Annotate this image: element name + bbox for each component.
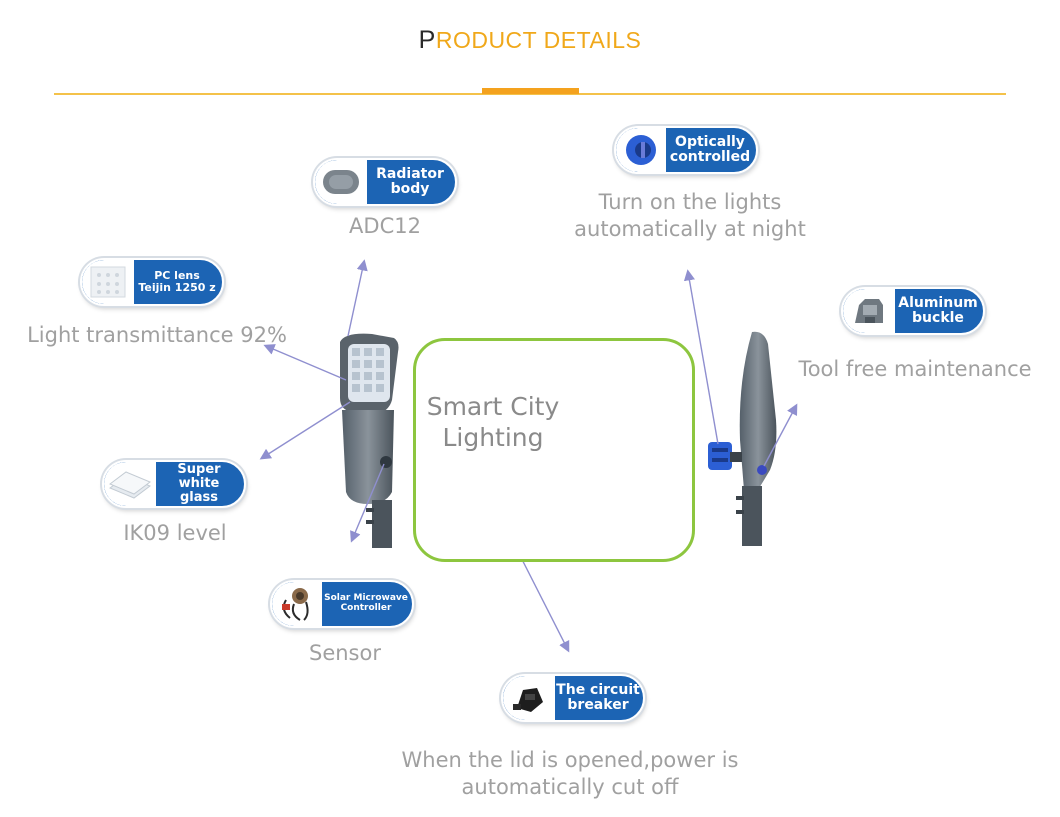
- circuit-breaker-caption: When the lid is opened,power is automati…: [401, 748, 739, 800]
- glass-icon: [104, 462, 156, 506]
- buckle-icon: [843, 289, 895, 333]
- super-white-glass-caption: IK09 level: [123, 521, 227, 545]
- aluminum-buckle-badge: Aluminum buckle: [841, 287, 985, 335]
- pc-lens-icon: [82, 260, 134, 304]
- pc-lens-badge: PC lens Teijin 1250 z: [80, 258, 224, 306]
- photocell-icon: [616, 128, 666, 172]
- arrow-glass: [259, 401, 351, 460]
- title-divider: [54, 93, 1006, 95]
- optically-controlled-badge: Optically controlled: [614, 126, 758, 174]
- arrow-sensor: [350, 463, 385, 543]
- arrow-radiator: [347, 259, 368, 337]
- sensor-icon: [272, 582, 322, 626]
- radiator-body-badge: Radiator body: [313, 158, 457, 206]
- pc-lens-caption: Light transmittance 92%: [27, 323, 287, 347]
- page-title: PRODUCT DETAILS: [418, 26, 642, 54]
- center-label: Smart City Lighting: [426, 392, 560, 453]
- super-white-glass-badge: Super white glass: [102, 460, 246, 508]
- callout-arrows: [259, 259, 798, 653]
- radiator-icon: [315, 160, 367, 204]
- sensor-badge: Solar Microwave Controller: [270, 580, 414, 628]
- title-divider-accent: [482, 88, 579, 94]
- optically-controlled-caption: Turn on the lights automatically at nigh…: [574, 190, 806, 242]
- center-product-frame: [413, 338, 695, 562]
- radiator-caption: ADC12: [349, 214, 421, 238]
- arrow-optical: [683, 269, 719, 445]
- streetlight-side-view: [708, 331, 777, 546]
- circuit-breaker-badge: The circuit breaker: [501, 674, 645, 722]
- arrow-pc-lens: [263, 344, 347, 381]
- aluminum-buckle-caption: Tool free maintenance: [798, 357, 1032, 381]
- streetlight-front-view: [340, 333, 399, 548]
- circuit-breaker-icon: [503, 676, 555, 720]
- arrow-aluminum: [763, 403, 798, 467]
- sensor-caption: Sensor: [309, 641, 381, 665]
